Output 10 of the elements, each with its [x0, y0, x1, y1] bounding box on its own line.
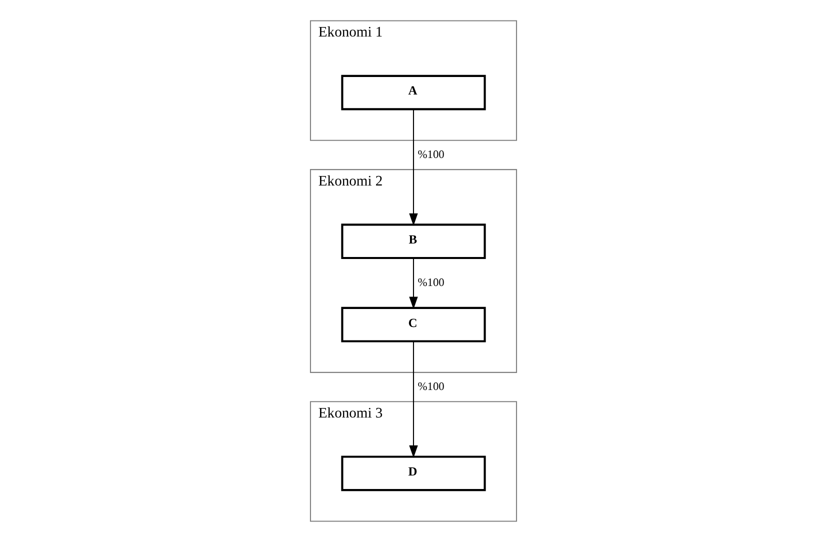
- node-box: B: [341, 224, 486, 260]
- edge-label: %100: [418, 276, 444, 289]
- arrow: [409, 341, 418, 458]
- node-box: A: [341, 74, 486, 110]
- node-box: C: [341, 306, 486, 342]
- arrow: [409, 109, 418, 226]
- arrow: [409, 258, 418, 310]
- edge-label: %100: [418, 380, 444, 393]
- node-box: D: [341, 456, 486, 492]
- edge-label: %100: [418, 148, 444, 161]
